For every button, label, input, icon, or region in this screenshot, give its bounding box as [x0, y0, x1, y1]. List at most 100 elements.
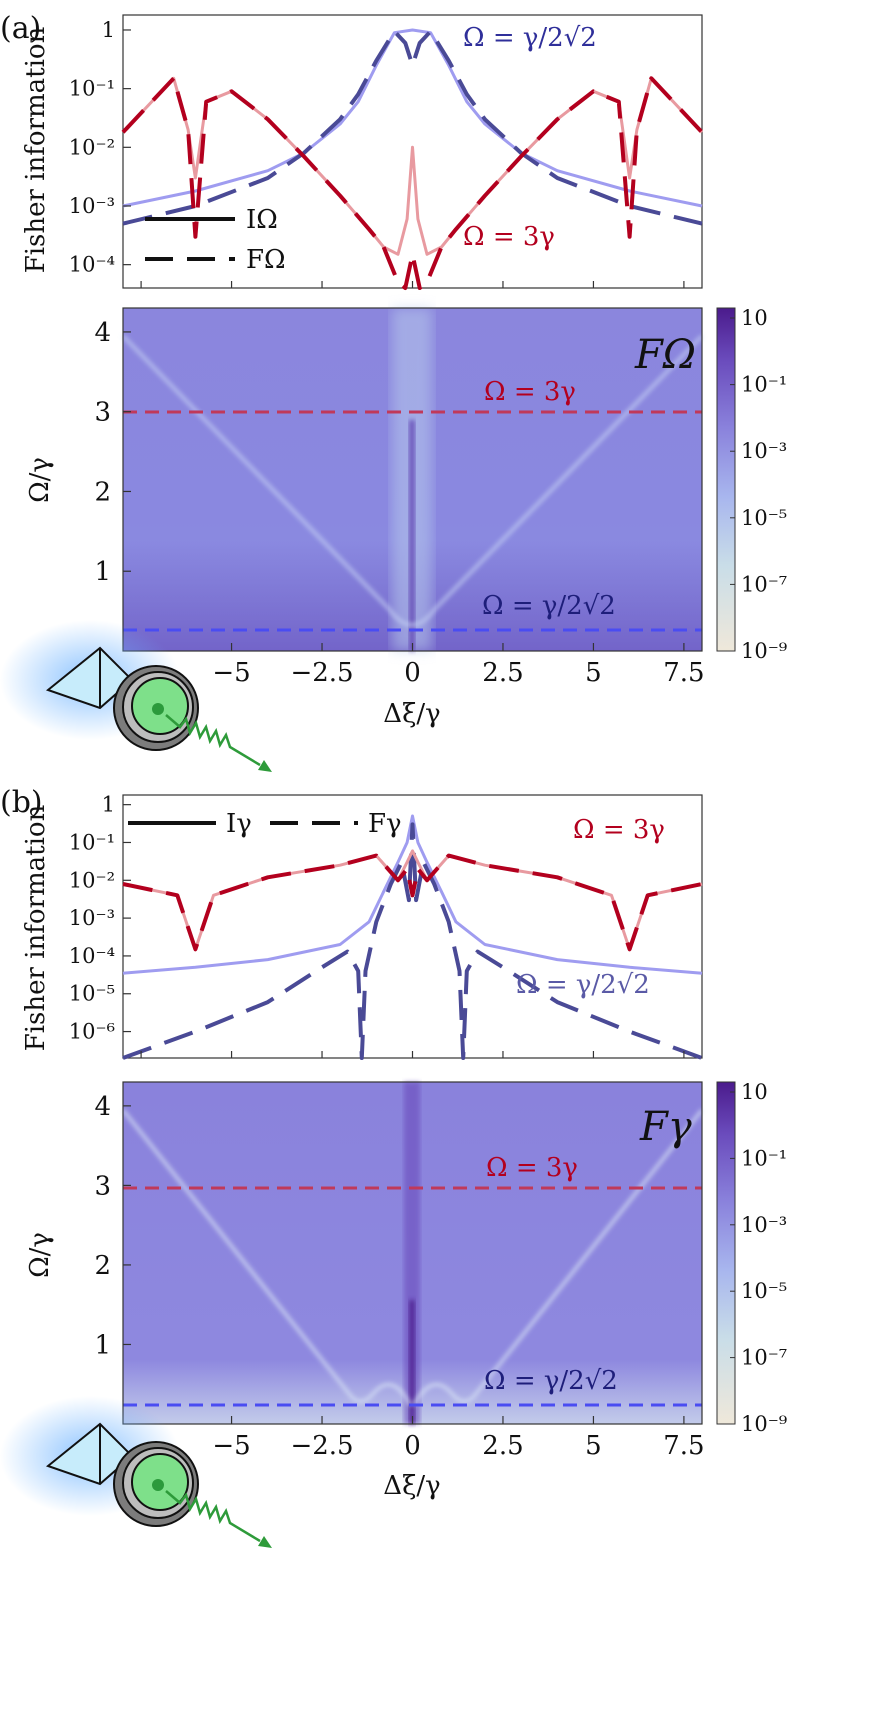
line-a-series-3	[121, 76, 704, 290]
line-b-ytick-label-3: 10⁻³	[69, 906, 115, 930]
heatmap-a-xtick-label-5: 7.5	[663, 658, 704, 688]
heatmap-b-annot-high: Ω = 3γ	[486, 1153, 578, 1183]
heatmap-b-ytick-label-0: 1	[94, 1330, 111, 1360]
heatmap-a-title: FΩ	[634, 332, 696, 378]
line-a-ytick-label-3: 10⁻³	[69, 194, 115, 218]
line-a-ytick-label-4: 10⁻⁴	[69, 253, 115, 277]
heatmap-b-resonance-left	[121, 1109, 412, 1406]
heatmap-b-cbtick-label-5: 10⁻⁹	[741, 1412, 787, 1436]
heatmap-b-xtick-label-4: 5	[585, 1431, 602, 1461]
heatmap-a-xtick-label-4: 5	[585, 658, 602, 688]
heatmap-a-annot-high: Ω = 3γ	[484, 377, 576, 407]
heatmap-b-xtick-label-5: 7.5	[663, 1431, 704, 1461]
heatmap-a-xlabel: Δξ/γ	[383, 699, 440, 729]
heatmap-a-center-line	[409, 420, 415, 651]
line-plot-b: 110⁻¹10⁻²10⁻³10⁻⁴10⁻⁵10⁻⁶ Fisher informa…	[21, 793, 703, 1060]
heatmap-b: Fγ Ω = 3γ Ω = γ/2√2 −5 −2.5 0 2.5 5 7.5 1 2 3 4 Ω…	[25, 1080, 787, 1501]
line-b-ytick-label-4: 10⁻⁴	[69, 944, 115, 968]
panel-label-a: (a)	[0, 11, 41, 46]
line-plot-a-ylabel: Fisher information	[21, 26, 51, 273]
heatmap-b-center-band	[404, 1082, 420, 1424]
line-b-ytick-label-1: 10⁻¹	[69, 830, 115, 854]
line-b-annot-high: Ω = 3γ	[573, 815, 665, 845]
line-a-series-1	[122, 29, 703, 226]
panel-label-b: (b)	[0, 785, 43, 820]
line-a-annot-high: Ω = 3γ	[463, 222, 555, 252]
heatmap-a-ytick-label-1: 2	[94, 477, 111, 507]
emitter-b-photon-wave-icon	[165, 1490, 261, 1543]
line-plot-b-series	[122, 814, 703, 1060]
heatmap-b-cbtick-label-1: 10⁻¹	[741, 1146, 787, 1170]
heatmap-b-xtick-label-2: 0	[404, 1431, 421, 1461]
emitter-b-photon-arrow-icon	[258, 1536, 272, 1548]
heatmap-a-ticks: −5 −2.5 0 2.5 5 7.5 1 2 3 4	[94, 318, 704, 688]
line-b-series-2	[122, 849, 703, 951]
line-plot-a-ticks: 1 10⁻¹ 10⁻² 10⁻³ 10⁻⁴	[69, 18, 685, 288]
heatmap-b-xtick-label-1: −2.5	[290, 1431, 353, 1461]
heatmap-b-ylabel: Ω/γ	[25, 1232, 55, 1278]
line-b-ytick-label-6: 10⁻⁶	[69, 1020, 115, 1044]
heatmap-b-title: Fγ	[639, 1104, 692, 1150]
line-b-series-0	[122, 814, 703, 975]
heatmap-b-ytick-label-3: 4	[94, 1092, 111, 1122]
legend-b-dashed-label: Fγ	[368, 809, 402, 839]
line-a-ytick-label-1: 10⁻¹	[69, 77, 115, 101]
line-b-ytick-label-5: 10⁻⁵	[69, 982, 115, 1006]
emitter-a-photon-wave-icon	[165, 714, 261, 767]
heatmap-b-cbtick-label-3: 10⁻⁵	[741, 1279, 787, 1303]
heatmap-a-annot-low: Ω = γ/2√2	[482, 591, 616, 621]
emitter-illustration-b	[0, 1396, 272, 1548]
heatmap-a-cbtick-label-2: 10⁻³	[741, 439, 787, 463]
heatmap-b-ytick-label-2: 3	[94, 1171, 111, 1201]
emitter-a-nucleus-icon	[152, 703, 164, 715]
emitter-a-photon-arrow-icon	[258, 760, 272, 772]
line-b-annot-low: Ω = γ/2√2	[516, 970, 650, 1000]
emitter-b-nucleus-icon	[152, 1479, 164, 1491]
heatmap-a-ytick-label-2: 3	[94, 398, 111, 428]
heatmap-a-cbtick-label-3: 10⁻⁵	[741, 506, 787, 530]
line-b-ytick-label-0: 1	[102, 793, 115, 817]
heatmap-b-cbtick-label-2: 10⁻³	[741, 1213, 787, 1237]
line-plot-a-series	[121, 28, 704, 290]
heatmap-a-cbtick-label-1: 10⁻¹	[741, 373, 787, 397]
colorbar-a	[716, 307, 736, 652]
heatmap-a-xtick-label-1: −2.5	[290, 658, 353, 688]
legend-a-dashed-label: FΩ	[246, 245, 286, 275]
heatmap-a-cbtick-label-5: 10⁻⁹	[741, 639, 787, 663]
heatmap-a-ylabel: Ω/γ	[25, 457, 55, 503]
heatmap-b-xtick-label-0: −5	[212, 1431, 250, 1461]
heatmap-a-resonance-v	[121, 334, 704, 627]
heatmap-b-xlabel: Δξ/γ	[383, 1471, 440, 1501]
heatmap-b-xtick-label-3: 2.5	[482, 1431, 523, 1461]
heatmap-a-cbtick-label-4: 10⁻⁷	[741, 572, 787, 596]
heatmap-a-xtick-label-3: 2.5	[482, 658, 523, 688]
heatmap-a-ytick-label-0: 1	[94, 557, 111, 587]
line-b-series-3	[122, 853, 703, 952]
line-a-ytick-label-0: 1	[102, 18, 115, 42]
colorbar-a-ticks: 10 10⁻¹ 10⁻³ 10⁻⁵ 10⁻⁷ 10⁻⁹	[730, 306, 787, 663]
legend-a-solid-label: IΩ	[246, 205, 278, 235]
line-a-ytick-label-2: 10⁻²	[69, 135, 115, 159]
heatmap-b-cbtick-label-4: 10⁻⁷	[741, 1346, 787, 1370]
colorbar-b-ticks: 10 10⁻¹ 10⁻³ 10⁻⁵ 10⁻⁷ 10⁻⁹	[730, 1080, 787, 1436]
heatmap-a-xtick-label-0: −5	[212, 658, 250, 688]
heatmap-a-cbtick-label-0: 10	[741, 306, 768, 330]
heatmap-b-annot-low: Ω = γ/2√2	[484, 1366, 618, 1396]
heatmap-b-ticks: −5 −2.5 0 2.5 5 7.5 1 2 3 4	[94, 1092, 704, 1461]
heatmap-a: FΩ Ω = 3γ Ω = γ/2√2 −5 −2.5 0 2.5 5 7.5 1 2 3 4 Ω…	[25, 306, 787, 729]
heatmap-a-ytick-label-3: 4	[94, 318, 111, 348]
heatmap-b-resonance-right	[412, 1109, 704, 1406]
line-a-annot-low: Ω = γ/2√2	[463, 23, 597, 53]
line-b-series-1	[122, 822, 703, 1060]
line-plot-a: 110⁻¹10⁻²10⁻³10⁻⁴ Fisher information IΩ …	[21, 14, 704, 290]
heatmap-a-xtick-label-2: 0	[404, 658, 421, 688]
heatmap-b-cbtick-label-0: 10	[741, 1080, 768, 1104]
emitter-illustration-a	[0, 620, 272, 772]
heatmap-b-ytick-label-1: 2	[94, 1251, 111, 1281]
legend-b-solid-label: Iγ	[226, 809, 252, 839]
heatmap-b-center-line	[409, 1300, 415, 1424]
line-plot-b-ticks: 110⁻¹10⁻²10⁻³10⁻⁴10⁻⁵10⁻⁶	[69, 793, 685, 1058]
line-a-series-0	[122, 28, 703, 208]
line-plot-b-ylabel: Fisher information	[21, 804, 51, 1051]
